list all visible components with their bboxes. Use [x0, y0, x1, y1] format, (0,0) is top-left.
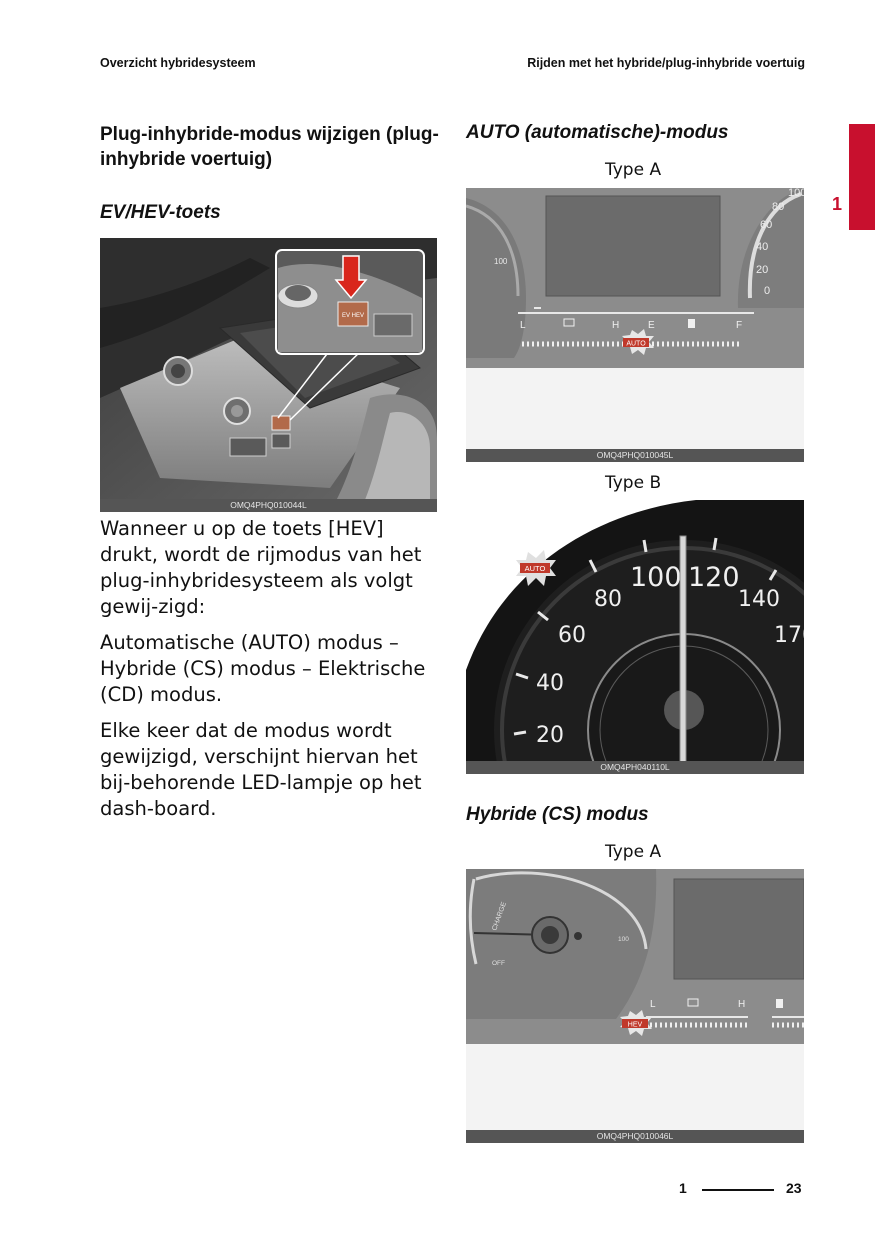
speed-label-80: 80 [594, 587, 622, 612]
body-text: Wanneer u op de toets [HEV] drukt, wordt… [100, 516, 438, 832]
console-figure: EV HEV OMQ4PHQ010044L [100, 238, 437, 512]
type-a-label: Type A [605, 160, 662, 180]
bar-label-l: L [520, 320, 526, 331]
cs-fuel-pump-icon [776, 999, 783, 1008]
figure-code: OMQ4PH040110L [466, 761, 804, 774]
speed-label-170: 170 [774, 623, 804, 648]
subheading-cs-mode: Hybride (CS) modus [466, 804, 649, 825]
bar-label-e: E [648, 320, 655, 331]
hev-indicator: HEV [628, 1022, 643, 1029]
auto-type-b-speedometer: 20 40 60 80 100 120 140 170 AUTO [466, 500, 804, 774]
subheading-ev-hev: EV/HEV-toets [100, 202, 221, 223]
figure-code: OMQ4PHQ010044L [100, 499, 437, 512]
gauge-tick-60: 60 [760, 219, 772, 231]
cs-bar-label-l: L [650, 999, 656, 1010]
auto-indicator-a: AUTO [626, 341, 646, 348]
bar-label-h: H [612, 320, 619, 331]
cs-battery-icon [687, 998, 699, 1007]
ev-hev-button-label: EV HEV [342, 313, 364, 319]
cs-bar-label-h: H [738, 999, 745, 1010]
auto-type-b-figure: 20 40 60 80 100 120 140 170 AUTO OMQ4PH0… [466, 500, 804, 774]
gauge-tick-40: 40 [756, 241, 768, 253]
speed-label-40: 40 [536, 671, 564, 696]
chapter-side-tab [849, 124, 875, 230]
speed-label-100: 100 [630, 562, 682, 593]
paragraph-1: Wanneer u op de toets [HEV] drukt, wordt… [100, 517, 422, 618]
cs-type-a-figure: CHARGE OFF 100 L H HEV OMQ4PHQ010046L [466, 869, 804, 1143]
page-number: 23 [786, 1180, 802, 1196]
running-header-right: Rijden met het hybride/plug-inhybride vo… [527, 56, 805, 70]
gauge-tick-20: 20 [756, 264, 768, 276]
fuel-pump-icon [688, 319, 695, 328]
auto-type-a-cluster: 100 100 80 60 40 20 0 L H E F AUTO [466, 188, 804, 449]
chapter-tab-number: 1 [832, 194, 843, 214]
running-header-left: Overzicht hybridesysteem [100, 56, 256, 70]
footer-rule [702, 1189, 774, 1191]
gauge-tick-80: 80 [772, 201, 784, 213]
left-gauge-tick: 100 [494, 257, 508, 266]
figure-code: OMQ4PHQ010046L [466, 1130, 804, 1143]
section-heading: Plug-inhybride-modus wijzigen (plug-inhy… [100, 124, 439, 170]
speed-label-60: 60 [558, 623, 586, 648]
gauge-tick-100: 100 [788, 188, 804, 199]
press-arrow-icon [334, 255, 368, 300]
speed-needle [679, 535, 687, 774]
type-a-cs-label: Type A [605, 842, 662, 862]
max-label: 100 [618, 936, 629, 943]
paragraph-3: Elke keer dat de modus wordt gewijzigd, … [100, 719, 422, 820]
cs-type-a-cluster: CHARGE OFF 100 L H HEV [466, 869, 804, 1130]
speed-label-120: 120 [688, 562, 740, 593]
speed-label-140: 140 [738, 587, 780, 612]
battery-icon [563, 318, 575, 327]
auto-indicator-b: AUTO [525, 564, 546, 573]
gauge-tick-0: 0 [764, 285, 770, 297]
console-illustration: EV HEV [100, 238, 437, 512]
auto-type-a-figure: 100 100 80 60 40 20 0 L H E F AUTO OMQ4P… [466, 188, 804, 462]
type-b-label: Type B [605, 473, 662, 493]
footer-chapter: 1 [679, 1180, 687, 1196]
subheading-auto-mode: AUTO (automatische)-modus [466, 122, 729, 143]
off-label: OFF [492, 960, 505, 967]
paragraph-2: Automatische (AUTO) modus – Hybride (CS)… [100, 631, 426, 706]
figure-code: OMQ4PHQ010045L [466, 449, 804, 462]
speed-label-20: 20 [536, 723, 564, 748]
bar-label-f: F [736, 320, 742, 331]
